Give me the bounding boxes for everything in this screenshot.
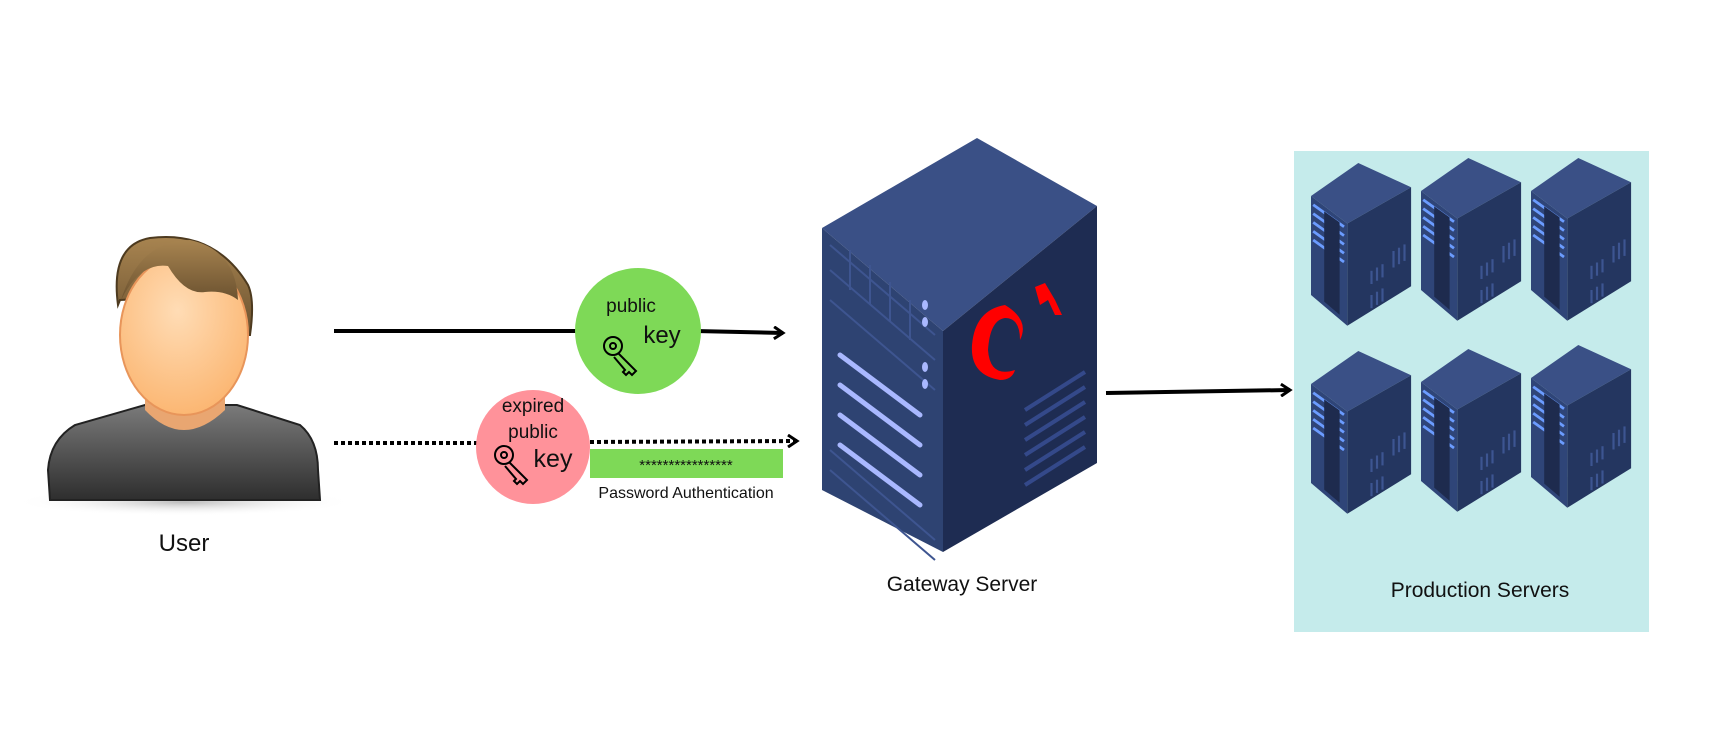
password-masked-value: ****************	[639, 457, 733, 474]
password-field	[590, 449, 783, 478]
gateway-server-label: Gateway Server	[887, 573, 1038, 596]
expired-key-line2: public	[508, 422, 558, 443]
user-avatar-icon	[14, 236, 354, 516]
public-key-arrow	[694, 331, 783, 333]
expired-key-line1: expired	[502, 396, 564, 417]
user-label: User	[159, 530, 210, 557]
gateway-server-icon	[822, 138, 1097, 561]
public-key-badge: public key	[575, 268, 701, 394]
expired-key-line3: key	[534, 445, 573, 473]
expired-public-key-badge: expired public key	[476, 390, 590, 504]
red-bird-logo-icon	[971, 283, 1062, 380]
gateway-to-production-arrow	[1105, 390, 1290, 393]
production-servers-label: Production Servers	[1391, 579, 1570, 602]
public-key-line1: public	[606, 296, 656, 317]
public-key-line2: key	[643, 322, 680, 349]
password-auth-caption: Password Authentication	[598, 485, 773, 502]
password-auth-dotted-arrow	[589, 441, 797, 442]
